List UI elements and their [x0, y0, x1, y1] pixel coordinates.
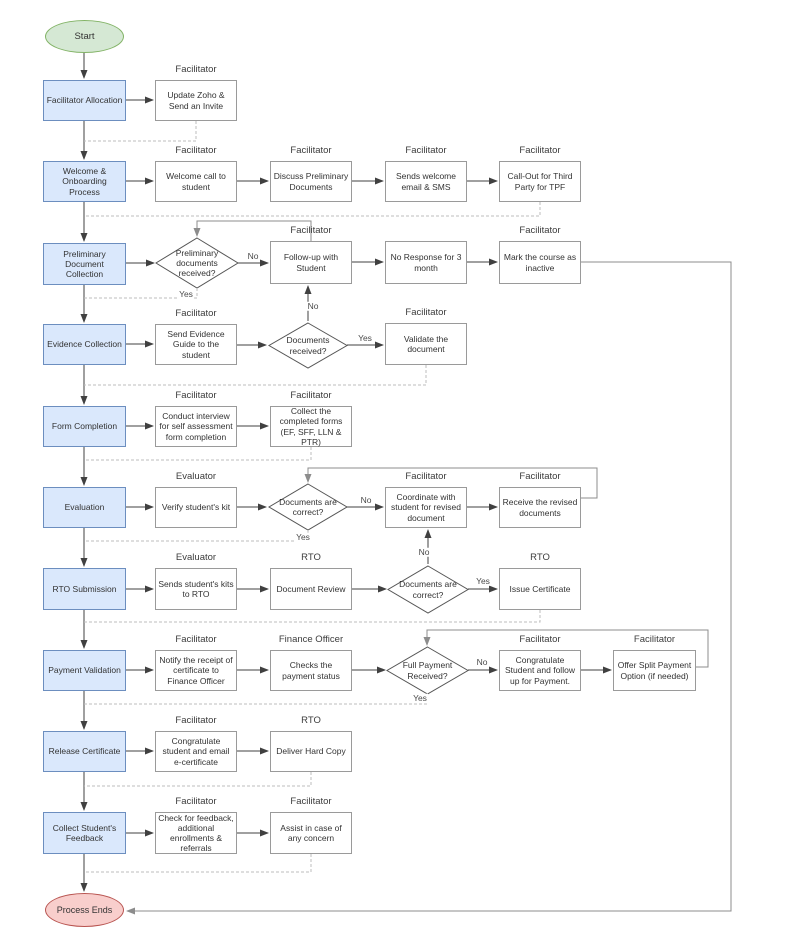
- task-send-kits-rto: Sends student's kits to RTO: [155, 568, 237, 610]
- task-discuss-preliminary-role-label: Facilitator: [290, 145, 332, 156]
- task-coordinate-revised-role-label: Facilitator: [405, 471, 447, 482]
- edge-label-yes-53: Yes: [295, 531, 311, 542]
- task-verify-kit: Verify student's kit: [155, 487, 237, 528]
- edge-label-no-38: No: [475, 656, 489, 667]
- stage-facilitator-allocation: Facilitator Allocation: [43, 80, 126, 121]
- task-deliver-hardcopy-role-label: RTO: [301, 715, 321, 726]
- task-collect-forms-role-label: Facilitator: [290, 390, 332, 401]
- task-mark-inactive: Mark the course as inactive: [499, 241, 581, 284]
- task-check-feedback-role-label: Facilitator: [175, 796, 217, 807]
- task-assist-concern-role-label: Facilitator: [290, 796, 332, 807]
- task-document-review-role-label: RTO: [301, 552, 321, 563]
- task-check-payment: Checks the payment status: [270, 650, 352, 691]
- task-coordinate-revised: Coordinate with student for revised docu…: [385, 487, 467, 528]
- task-congratulate-ecert-role-label: Facilitator: [175, 715, 217, 726]
- edge-57: [84, 854, 312, 873]
- task-deliver-hardcopy: Deliver Hard Copy: [270, 731, 352, 772]
- edge-label-no-25: No: [359, 494, 373, 505]
- edge-label-yes-33: Yes: [475, 575, 491, 586]
- decision-docs-correct-rto: Documents are correct?: [399, 579, 457, 600]
- task-offer-split-payment: Offer Split Payment Option (if needed): [613, 650, 696, 691]
- task-notify-receipt: Notify the receipt of certificate to Fin…: [155, 650, 237, 691]
- edge-label-yes-16: Yes: [357, 332, 373, 343]
- stage-release-certificate: Release Certificate: [43, 731, 126, 772]
- stage-evaluation: Evaluation: [43, 487, 126, 528]
- task-send-evidence-guide-role-label: Facilitator: [175, 308, 217, 319]
- task-receive-revised: Receive the revised documents: [499, 487, 581, 528]
- task-congratulate-followup-role-label: Facilitator: [519, 634, 561, 645]
- start: Start: [45, 20, 124, 53]
- task-follow-up-student-role-label: Facilitator: [290, 225, 332, 236]
- task-send-kits-rto-role-label: Evaluator: [175, 552, 217, 563]
- task-welcome-email-sms: Sends welcome email & SMS: [385, 161, 467, 202]
- stage-preliminary-doc-collection: Preliminary Document Collection: [43, 243, 126, 285]
- task-send-evidence-guide: Send Evidence Guide to the student: [155, 324, 237, 365]
- stage-rto-submission: RTO Submission: [43, 568, 126, 610]
- task-collect-forms: Collect the completed forms (EF, SFF, LL…: [270, 406, 352, 447]
- task-notify-receipt-role-label: Facilitator: [175, 634, 217, 645]
- task-assist-concern: Assist in case of any concern: [270, 812, 352, 854]
- task-update-zoho-role-label: Facilitator: [175, 64, 217, 75]
- edge-52: [84, 447, 312, 461]
- task-verify-kit-role-label: Evaluator: [175, 471, 217, 482]
- task-discuss-preliminary: Discuss Preliminary Documents: [270, 161, 352, 202]
- task-offer-split-payment-role-label: Facilitator: [633, 634, 676, 645]
- edge-56: [84, 772, 312, 787]
- edge-55: [84, 694, 428, 705]
- stage-payment-validation: Payment Validation: [43, 650, 126, 691]
- task-follow-up-student: Follow-up with Student: [270, 241, 352, 284]
- task-no-response: No Response for 3 month: [385, 241, 467, 284]
- task-welcome-call: Welcome call to student: [155, 161, 237, 202]
- task-validate-document: Validate the document: [385, 323, 467, 365]
- edge-label-no-17: No: [306, 300, 320, 311]
- end: Process Ends: [45, 893, 124, 927]
- task-welcome-call-role-label: Facilitator: [175, 145, 217, 156]
- decision-documents-received: Documents received?: [286, 335, 330, 356]
- task-check-feedback: Check for feedback, additional enrollmen…: [155, 812, 237, 854]
- task-document-review: Document Review: [270, 568, 352, 610]
- task-conduct-interview: Conduct interview for self assessment fo…: [155, 406, 237, 447]
- decision-preliminary-received: Preliminary documents received?: [175, 247, 219, 278]
- task-welcome-email-sms-role-label: Facilitator: [405, 145, 447, 156]
- edge-label-no-9: No: [246, 250, 260, 261]
- decision-full-payment: Full Payment Received?: [402, 660, 453, 681]
- task-issue-certificate-role-label: RTO: [530, 552, 550, 563]
- edge-53: [84, 530, 309, 542]
- edge-label-yes-50: Yes: [178, 288, 194, 299]
- decision-docs-correct-eval: Documents are correct?: [279, 496, 337, 517]
- task-mark-inactive-role-label: Facilitator: [519, 225, 561, 236]
- task-congratulate-followup: Congratulate Student and follow up for P…: [499, 650, 581, 691]
- task-receive-revised-role-label: Facilitator: [519, 471, 561, 482]
- stage-form-completion: Form Completion: [43, 406, 126, 447]
- stage-welcome-onboarding: Welcome & Onboarding Process: [43, 161, 126, 202]
- edge-49: [84, 202, 541, 217]
- task-congratulate-ecert: Congratulate student and email e-certifi…: [155, 731, 237, 772]
- edge-54: [84, 610, 541, 623]
- task-conduct-interview-role-label: Facilitator: [175, 390, 217, 401]
- task-validate-document-role-label: Facilitator: [405, 307, 447, 318]
- edge-label-no-28: No: [417, 546, 431, 557]
- edge-label-yes-55: Yes: [412, 692, 428, 703]
- task-check-payment-role-label: Finance Officer: [278, 634, 344, 645]
- edge-48: [84, 121, 197, 142]
- task-issue-certificate: Issue Certificate: [499, 568, 581, 610]
- task-update-zoho: Update Zoho & Send an Invite: [155, 80, 237, 121]
- stage-evidence-collection: Evidence Collection: [43, 324, 126, 365]
- task-callout-tpf-role-label: Facilitator: [519, 145, 561, 156]
- stage-collect-feedback: Collect Student's Feedback: [43, 812, 126, 854]
- edge-51: [84, 365, 427, 386]
- task-callout-tpf: Call-Out for Third Party for TPF: [499, 161, 581, 202]
